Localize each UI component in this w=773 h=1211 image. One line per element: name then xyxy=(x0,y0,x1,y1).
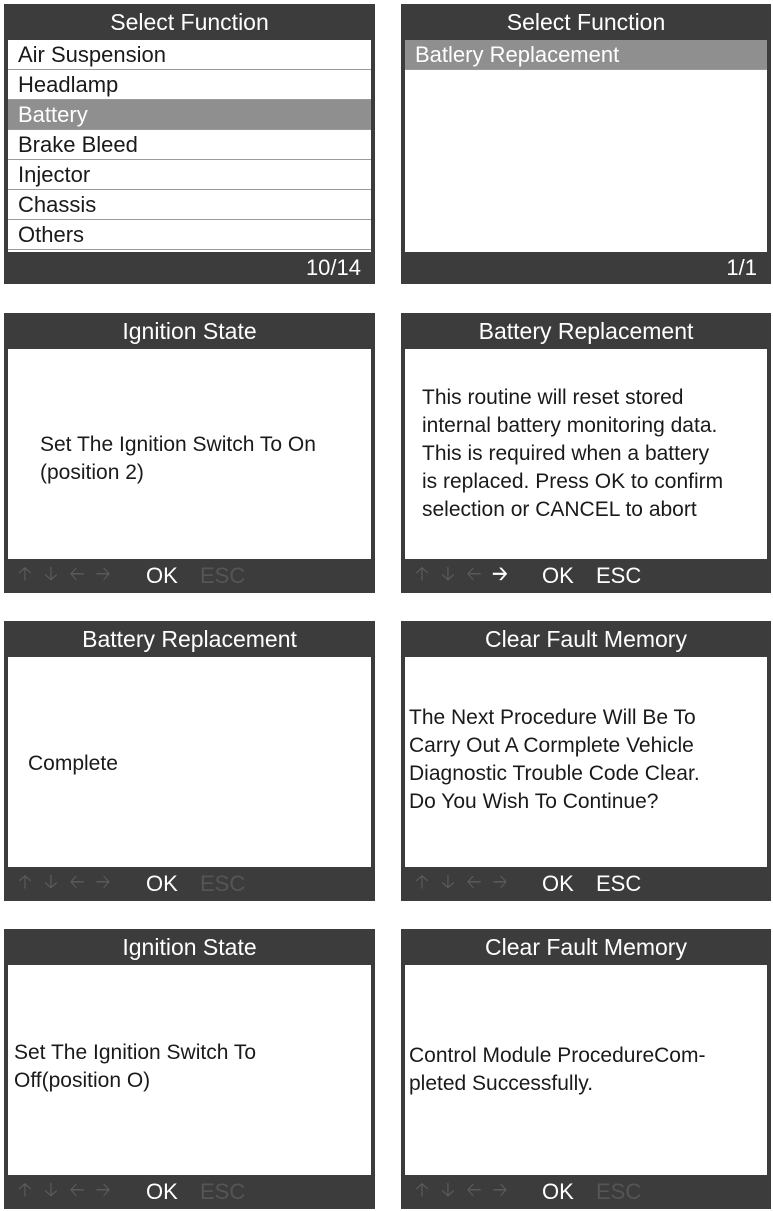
arrow-left-icon[interactable]: 🡠 xyxy=(466,1180,482,1201)
function-list: Batlery Replacement xyxy=(405,40,767,252)
arrow-down-icon[interactable]: 🡣 xyxy=(441,872,455,893)
arrow-right-icon[interactable]: 🡢 xyxy=(95,564,111,585)
screen-footer: 10/14 xyxy=(4,252,375,284)
arrow-up-icon[interactable]: 🡡 xyxy=(18,872,32,893)
menu-item-air-suspension[interactable]: Air Suspension xyxy=(8,40,371,70)
arrow-down-icon[interactable]: 🡣 xyxy=(441,1180,455,1201)
screen-footer: 🡡 🡣 🡠 🡢 OK ESC xyxy=(401,559,771,593)
message-area: Set The Ignition Switch To Off(position … xyxy=(8,965,371,1175)
screen-title: Clear Fault Memory xyxy=(485,934,687,960)
arrow-right-icon[interactable]: 🡢 xyxy=(492,1180,508,1201)
screen-ignition-off: Ignition State Set The Ignition Switch T… xyxy=(4,929,375,1209)
menu-item-others[interactable]: Others xyxy=(8,220,371,250)
esc-button: ESC xyxy=(596,1179,642,1204)
screen-footer: 1/1 xyxy=(401,252,771,284)
screen-select-function-battery: Select Function Batlery Replacement 1/1 xyxy=(401,4,771,284)
message-area: This routine will reset stored internal … xyxy=(405,349,767,559)
screen-footer: 🡡 🡣 🡠 🡢 OK ESC xyxy=(401,1175,771,1209)
screen-battery-replacement-complete: Battery Replacement Complete 🡡 🡣 🡠 🡢 OK … xyxy=(4,621,375,901)
nav-arrows: 🡡 🡣 🡠 🡢 xyxy=(411,867,511,901)
arrow-right-icon[interactable]: 🡢 xyxy=(95,872,111,893)
menu-item-chassis[interactable]: Chassis xyxy=(8,190,371,220)
function-list: Air Suspension Headlamp Battery Brake Bl… xyxy=(8,40,371,252)
screen-footer: 🡡 🡣 🡠 🡢 OK ESC xyxy=(4,867,375,901)
esc-button: ESC xyxy=(200,563,246,588)
esc-button: ESC xyxy=(200,1179,246,1204)
menu-item-headlamp[interactable]: Headlamp xyxy=(8,70,371,100)
message-text: Complete xyxy=(28,752,118,775)
arrow-down-icon[interactable]: 🡣 xyxy=(441,564,455,585)
arrow-left-icon[interactable]: 🡠 xyxy=(466,564,482,585)
menu-item-battery[interactable]: Battery xyxy=(8,100,371,130)
arrow-down-icon[interactable]: 🡣 xyxy=(44,1180,58,1201)
arrow-up-icon[interactable]: 🡡 xyxy=(415,1180,429,1201)
screen-title: Select Function xyxy=(506,9,666,35)
screen-select-function-main: Select Function Air Suspension Headlamp … xyxy=(4,4,375,284)
message-text: Set The Ignition Switch To On (position … xyxy=(40,433,316,484)
message-text: This routine will reset stored internal … xyxy=(422,386,724,521)
nav-arrows: 🡡 🡣 🡠 🡢 xyxy=(14,559,114,593)
screen-title: Clear Fault Memory xyxy=(485,626,687,652)
esc-button[interactable]: ESC xyxy=(596,871,642,896)
ok-button[interactable]: OK xyxy=(542,1179,574,1204)
arrow-right-icon[interactable]: 🡢 xyxy=(492,872,508,893)
arrow-up-icon[interactable]: 🡡 xyxy=(415,564,429,585)
menu-item-brake-bleed[interactable]: Brake Bleed xyxy=(8,130,371,160)
arrow-left-icon[interactable]: 🡠 xyxy=(466,872,482,893)
message-area: Complete xyxy=(8,657,371,867)
message-area: Control Module ProcedureCom- pleted Succ… xyxy=(405,965,767,1175)
message-area: Set The Ignition Switch To On (position … xyxy=(8,349,371,559)
screen-footer: 🡡 🡣 🡠 🡢 OK ESC xyxy=(4,559,375,593)
screen-title: Battery Replacement xyxy=(478,318,694,344)
screen-ignition-on: Ignition State Set The Ignition Switch T… xyxy=(4,313,375,593)
ok-button[interactable]: OK xyxy=(146,1179,178,1204)
arrow-right-icon[interactable]: 🡢 xyxy=(95,1180,111,1201)
menu-item-injector[interactable]: Injector xyxy=(8,160,371,190)
ok-button[interactable]: OK xyxy=(146,563,178,588)
nav-arrows: 🡡 🡣 🡠 🡢 xyxy=(411,1175,511,1209)
page-counter: 1/1 xyxy=(726,255,757,280)
nav-arrows: 🡡 🡣 🡠 🡢 xyxy=(14,1175,114,1209)
screen-battery-replacement-info: Battery Replacement This routine will re… xyxy=(401,313,771,593)
message-text: Set The Ignition Switch To Off(position … xyxy=(14,1041,257,1092)
screen-footer: 🡡 🡣 🡠 🡢 OK ESC xyxy=(401,867,771,901)
screen-clear-fault-memory-prompt: Clear Fault Memory The Next Procedure Wi… xyxy=(401,621,771,901)
arrow-right-icon[interactable]: 🡢 xyxy=(492,564,508,585)
nav-arrows: 🡡 🡣 🡠 🡢 xyxy=(411,559,511,593)
arrow-left-icon[interactable]: 🡠 xyxy=(69,1180,85,1201)
arrow-left-icon[interactable]: 🡠 xyxy=(69,872,85,893)
arrow-down-icon[interactable]: 🡣 xyxy=(44,872,58,893)
nav-arrows: 🡡 🡣 🡠 🡢 xyxy=(14,867,114,901)
ok-button[interactable]: OK xyxy=(542,563,574,588)
arrow-down-icon[interactable]: 🡣 xyxy=(44,564,58,585)
arrow-up-icon[interactable]: 🡡 xyxy=(415,872,429,893)
arrow-left-icon[interactable]: 🡠 xyxy=(69,564,85,585)
esc-button[interactable]: ESC xyxy=(596,563,642,588)
ok-button[interactable]: OK xyxy=(146,871,178,896)
message-area: The Next Procedure Will Be To Carry Out … xyxy=(405,657,767,867)
screen-title: Ignition State xyxy=(122,934,257,960)
message-text: Control Module ProcedureCom- pleted Succ… xyxy=(409,1044,706,1095)
page-counter: 10/14 xyxy=(305,255,361,280)
menu-item-battery-replacement[interactable]: Batlery Replacement xyxy=(405,40,767,70)
esc-button: ESC xyxy=(200,871,246,896)
screen-title: Select Function xyxy=(110,9,269,35)
message-text: The Next Procedure Will Be To Carry Out … xyxy=(409,706,700,813)
screen-title: Battery Replacement xyxy=(82,626,297,652)
arrow-up-icon[interactable]: 🡡 xyxy=(18,1180,32,1201)
screen-title: Ignition State xyxy=(122,318,257,344)
screen-clear-fault-memory-complete: Clear Fault Memory Control Module Proced… xyxy=(401,929,771,1209)
screen-footer: 🡡 🡣 🡠 🡢 OK ESC xyxy=(4,1175,375,1209)
arrow-up-icon[interactable]: 🡡 xyxy=(18,564,32,585)
ok-button[interactable]: OK xyxy=(542,871,574,896)
